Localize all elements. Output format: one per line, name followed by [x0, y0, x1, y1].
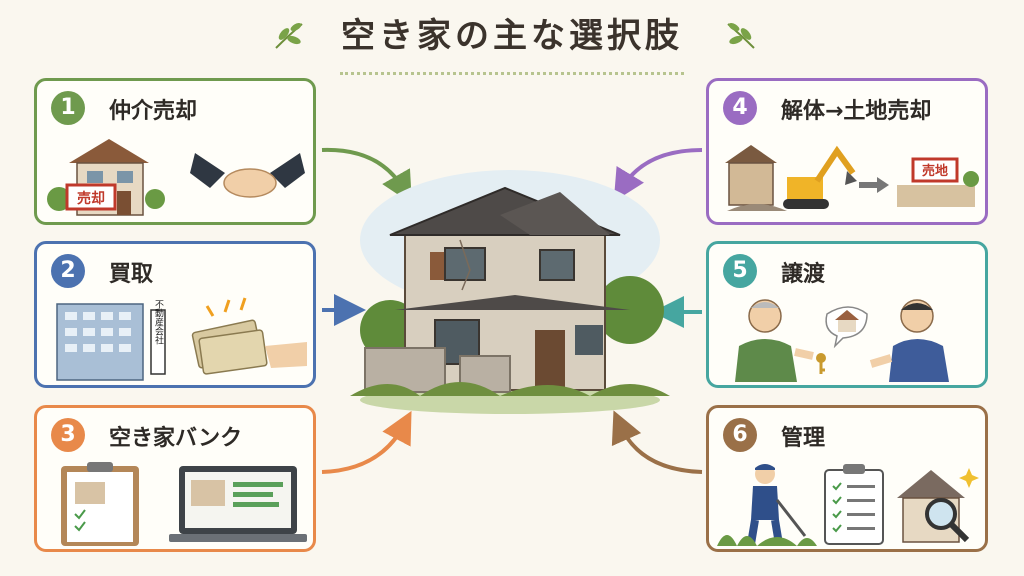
worker-icon [747, 464, 807, 545]
option-label-3: 空き家バンク [109, 426, 243, 451]
option-number-5: 5 [723, 254, 757, 288]
sign-urichi: 売地 [922, 163, 948, 179]
page-title: 空き家の主な選択肢 [341, 16, 683, 56]
option-label-5: 譲渡 [781, 262, 826, 287]
option-card-4[interactable]: 4 解体→土地売却 売地 [706, 78, 988, 225]
excavator-icon: 売地 [725, 145, 979, 211]
option-number-2: 2 [51, 254, 85, 288]
option-card-5[interactable]: 5 譲渡 [706, 241, 988, 388]
option-card-2[interactable]: 2 買取 不動産会社 [34, 241, 316, 388]
magnifier-icon [925, 498, 970, 543]
option-card-3[interactable]: 3 空き家バンク [34, 405, 316, 552]
key-icon [816, 353, 826, 374]
arrow-3 [321, 410, 412, 474]
clipboard-icon [61, 462, 307, 546]
option-number-6: 6 [723, 418, 757, 452]
house-icon: 売却 [47, 139, 305, 216]
arrow-4 [613, 148, 703, 202]
option-number-3: 3 [51, 418, 85, 452]
option-label-6: 管理 [781, 426, 826, 451]
sign-fudousan: 不動産会社 [153, 299, 164, 345]
arrow-1 [321, 147, 412, 204]
maintenance-icon [717, 464, 979, 546]
arrow-6 [611, 410, 703, 474]
option-label-1: 仲介売却 [109, 99, 198, 124]
option-card-1[interactable]: 1 仲介売却 売却 [34, 78, 316, 225]
title-divider [340, 72, 684, 75]
option-label-4: 解体→土地売却 [781, 99, 932, 124]
option-number-4: 4 [723, 91, 757, 125]
building-icon: 不動産会社 [56, 297, 307, 381]
money-icon [191, 297, 307, 375]
option-card-6[interactable]: 6 管理 [706, 405, 988, 552]
key-handover-icon [735, 299, 949, 382]
option-label-2: 買取 [109, 262, 154, 287]
leaf-icon-right [727, 23, 755, 49]
handshake-icon [190, 153, 305, 198]
vacant-house-illustration [350, 170, 670, 414]
sign-baikyaku: 売却 [77, 190, 105, 207]
laptop-icon [169, 466, 307, 542]
leaf-icon-left [275, 23, 303, 49]
option-number-1: 1 [51, 91, 85, 125]
